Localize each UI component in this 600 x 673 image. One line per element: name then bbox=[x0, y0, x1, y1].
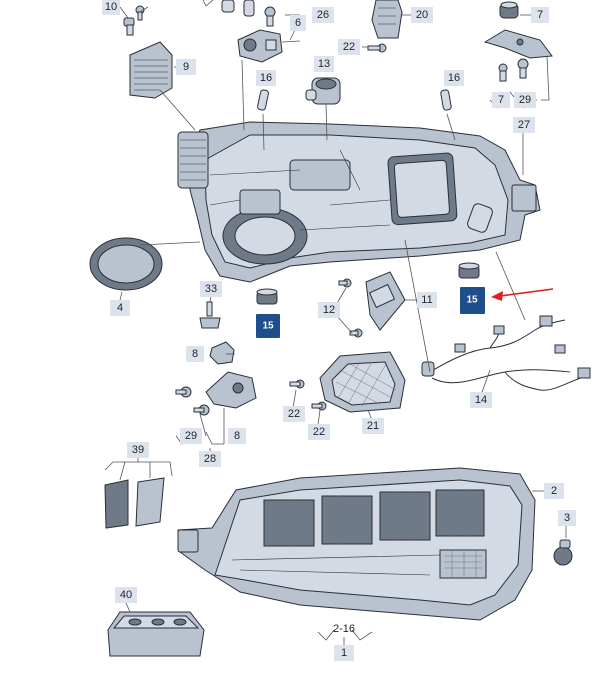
label-22-low: 22 bbox=[313, 426, 325, 438]
grommet-part-15-left bbox=[256, 288, 278, 305]
label-7-right: 7 bbox=[498, 94, 504, 106]
nut-part-8 bbox=[209, 341, 235, 365]
label-14: 14 bbox=[475, 394, 487, 406]
grommet-part-15-right bbox=[458, 262, 480, 279]
label-20: 20 bbox=[416, 9, 428, 21]
label-29-low: 29 bbox=[185, 430, 197, 442]
label-1: 1 bbox=[341, 647, 347, 659]
small-parts-top bbox=[202, 0, 276, 27]
clip-part-16-left bbox=[257, 89, 269, 111]
label-27: 27 bbox=[518, 119, 530, 131]
label-8-mid: 8 bbox=[192, 348, 198, 360]
label-28: 28 bbox=[204, 453, 216, 465]
label-4: 4 bbox=[117, 302, 123, 314]
control-module-part-11 bbox=[365, 271, 406, 331]
bulb-part-3 bbox=[553, 539, 573, 566]
screws-part-29 bbox=[175, 386, 210, 416]
lens-pieces-part-39 bbox=[104, 477, 165, 529]
cap-part-7 bbox=[499, 1, 519, 19]
vent-cap-part-9 bbox=[129, 41, 173, 99]
label-8-low: 8 bbox=[234, 430, 240, 442]
label-3: 3 bbox=[564, 512, 570, 524]
label-39: 39 bbox=[132, 444, 144, 456]
headlight-assembly-part-2 bbox=[177, 467, 536, 621]
screw-part-22-top bbox=[367, 43, 387, 53]
clip-part-16-right bbox=[440, 89, 452, 111]
label-6: 6 bbox=[295, 17, 301, 29]
bracket-part-6 bbox=[237, 29, 283, 63]
label-21: 21 bbox=[367, 420, 379, 432]
cover-part-40 bbox=[107, 611, 205, 657]
label-15-highlight-right: 15 bbox=[466, 295, 478, 306]
label-15-highlight-left: 15 bbox=[262, 321, 274, 332]
label-16-left: 16 bbox=[260, 72, 272, 84]
screws-7-29 bbox=[498, 58, 529, 82]
label-22-mid: 22 bbox=[288, 408, 300, 420]
screws-part-22-lower bbox=[289, 379, 327, 411]
wiring-harness-part-14 bbox=[421, 315, 591, 391]
screw-part-10 bbox=[123, 5, 145, 36]
label-10: 10 bbox=[105, 1, 117, 13]
pointer-arrow bbox=[491, 288, 554, 301]
adjuster-motor-part-13 bbox=[305, 77, 341, 105]
label-16-right: 16 bbox=[448, 72, 460, 84]
bracket-part-20 bbox=[371, 0, 403, 39]
part-labels: 10 26 6 20 7 9 22 13 16 16 7 29 27 4 33 … bbox=[102, 0, 576, 661]
bracket-plate bbox=[483, 29, 553, 59]
label-22-top: 22 bbox=[343, 41, 355, 53]
label-7-top: 7 bbox=[537, 9, 543, 21]
label-40: 40 bbox=[120, 589, 132, 601]
label-29-top: 29 bbox=[519, 94, 531, 106]
screws-part-12 bbox=[338, 278, 363, 338]
label-2: 2 bbox=[551, 485, 557, 497]
cover-module-part-21 bbox=[319, 351, 406, 413]
cover-cap-part-4 bbox=[89, 237, 163, 291]
label-33: 33 bbox=[205, 283, 217, 295]
screw-part-33 bbox=[199, 301, 221, 329]
label-12: 12 bbox=[323, 304, 335, 316]
label-13: 13 bbox=[318, 58, 330, 70]
label-2-16: 2-16 bbox=[333, 623, 355, 635]
label-26: 26 bbox=[317, 9, 329, 21]
bracket-part-8 bbox=[205, 371, 257, 409]
label-11: 11 bbox=[421, 294, 432, 306]
headlight-housing-rear bbox=[177, 121, 541, 283]
label-9: 9 bbox=[183, 61, 189, 73]
